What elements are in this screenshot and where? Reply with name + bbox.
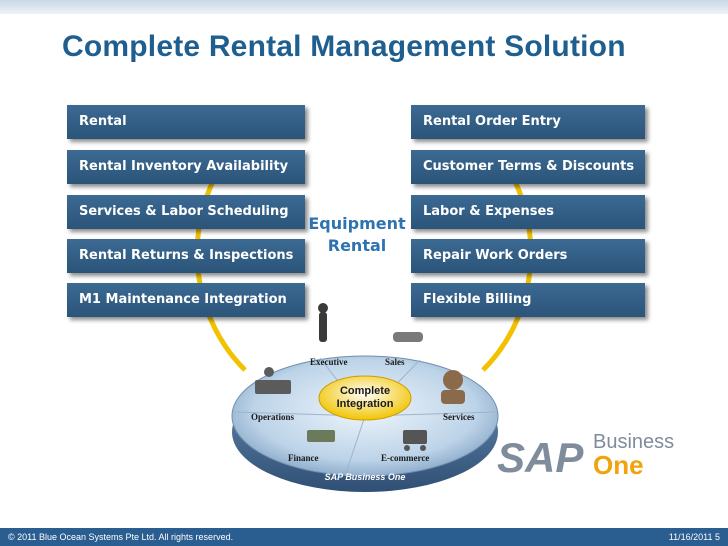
executive-figure [318,303,328,342]
segment-sales: Sales [385,357,405,367]
footer-bar: © 2011 Blue Ocean Systems Pte Ltd. All r… [0,528,728,546]
hub [318,375,412,421]
hub-label-line2: Integration [337,398,394,410]
business-logo-text: Business [593,431,674,453]
segment-finance: Finance [288,453,319,463]
finance-money [307,430,335,442]
sap-logo-text: SAP [497,434,584,478]
hub-label-line1: Complete [340,385,390,397]
segment-ecommerce: E-commerce [381,453,430,463]
feature-box-labor-expenses: Labor & Expenses [411,195,645,229]
feature-box-flexible-billing: Flexible Billing [411,283,645,317]
top-band [0,0,728,14]
sales-handshake [393,332,423,342]
date-page-number: 11/16/2011 5 [668,532,720,542]
feature-box-rental-quotations: Rental Quotations/Reservations [67,105,305,163]
center-label-line2: Rental [327,236,387,255]
operations-desk [255,367,291,394]
feature-box-order-entry: Rental Order Entry [411,105,645,139]
feature-box-inventory-availability: Rental Inventory Availability [67,150,305,184]
services-agent [441,370,465,404]
sap-business-one-logo: SAP Business One [497,431,674,478]
segment-services: Services [443,412,475,422]
slide-title: Complete Rental Management Solution [62,30,626,63]
segment-operations: Operations [251,412,295,422]
equipment-rental-label: Equipment Rental [305,213,409,257]
one-logo-text: One [593,450,644,478]
copyright-text: © 2011 Blue Ocean Systems Pte Ltd. All r… [8,532,234,542]
feature-box-terms-discounts: Customer Terms & Discounts [411,150,645,184]
ecommerce-cart [403,430,427,451]
center-label-line1: Equipment [308,214,406,233]
feature-box-maintenance-integration: M1 Maintenance Integration [67,283,305,317]
feature-box-returns-inspections: Rental Returns & Inspections [67,239,305,273]
disc-brand: SAP Business One [325,472,406,482]
feature-box-repair-work-orders: Repair Work Orders [411,239,645,273]
integration-wheel: Complete Integration SAP Business One [231,303,499,492]
feature-box-labor-scheduling: Services & Labor Scheduling [67,195,305,229]
segment-executive: Executive [310,357,348,367]
